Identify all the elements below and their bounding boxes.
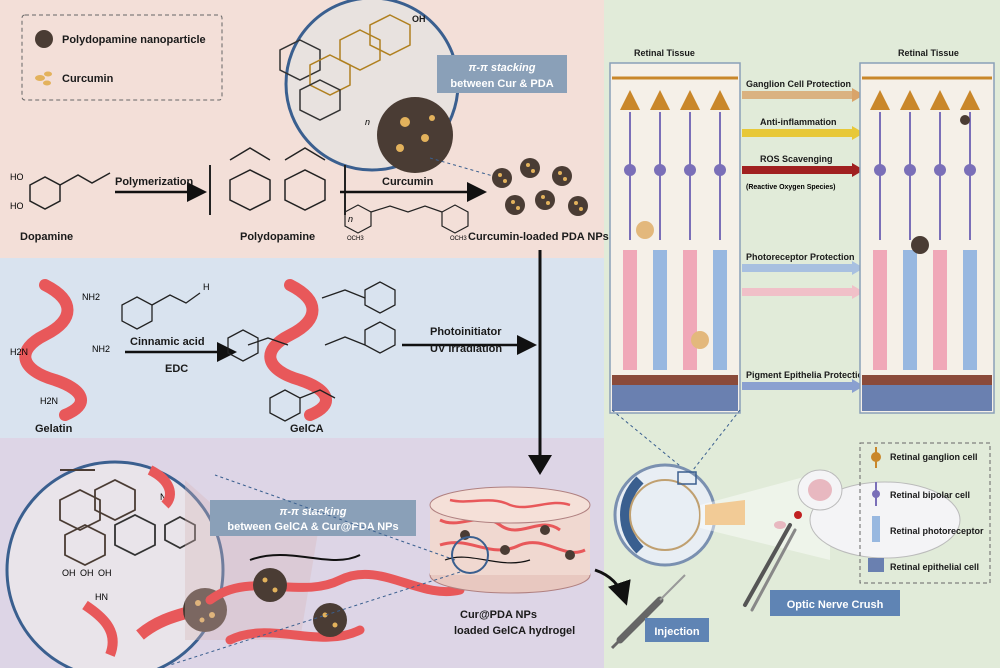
effect-ros: ROS Scavenging (760, 154, 833, 164)
mouse-icon (774, 469, 961, 559)
gelca-label: GelCA (290, 423, 324, 435)
epithelial-cell-icon (868, 558, 884, 572)
effect-pigment: Pigment Epithelia Protection (746, 370, 869, 380)
effect-photoreceptor: Photoreceptor Protection (746, 252, 855, 262)
chem-hn-b: HN (95, 592, 108, 602)
polydopamine-label: Polydopamine (240, 231, 315, 243)
chem-nh2-2: NH2 (92, 344, 110, 354)
polymerization-label: Polymerization (115, 176, 194, 188)
zoom-circle-top: OH n (279, 0, 460, 173)
uv-label: UV irradiation (430, 343, 502, 355)
retina-right (859, 62, 995, 414)
effect-anti-inflammation: Anti-inflammation (760, 117, 837, 127)
chem-ho-dopamine-1: HO (10, 172, 24, 182)
gelca-structure (227, 279, 396, 422)
optic-nerve-label: Optic Nerve Crush (770, 590, 900, 616)
forceps-icon[interactable] (743, 523, 797, 612)
effect-arrows (742, 88, 864, 393)
retina-left (609, 62, 741, 414)
cell-legend-ganglion: Retinal ganglion cell (890, 452, 978, 462)
cell-legend-photoreceptor: Retinal photoreceptor (890, 526, 984, 536)
dopamine-label: Dopamine (20, 231, 73, 243)
stacking-label-top: π-π stacking between Cur & PDA (437, 55, 567, 93)
retina-title-left: Retinal Tissue (634, 48, 695, 58)
retina-title-right: Retinal Tissue (898, 48, 959, 58)
svg-text:π-π stacking: π-π stacking (468, 62, 535, 74)
svg-text:π-π stacking: π-π stacking (279, 506, 346, 518)
svg-text:between Cur & PDA: between Cur & PDA (450, 78, 553, 90)
legend-curcumin-label: Curcumin (62, 73, 114, 85)
stacking-label-bottom: π-π stacking between GelCA & Cur@PDA NPs (210, 500, 416, 536)
effect-ganglion: Ganglion Cell Protection (746, 79, 851, 89)
curcumin-loaded-nps (492, 158, 588, 216)
svg-text:between GelCA & Cur@PDA NPs: between GelCA & Cur@PDA NPs (227, 521, 398, 533)
hydrogel-network (205, 554, 465, 645)
dopamine-structure: HO HO (10, 172, 111, 211)
svg-text:Injection: Injection (654, 626, 700, 638)
syringe-icon[interactable] (610, 574, 686, 650)
injection-label: Injection (645, 618, 709, 642)
chem-och3-1: OCH3 (347, 236, 364, 242)
hydrogel-label-2: loaded GelCA hydrogel (454, 625, 575, 637)
chem-ho-dopamine-2: HO (10, 201, 24, 211)
to-injection-arrow (594, 568, 631, 606)
gelatin-label: Gelatin (35, 423, 73, 435)
curcumin-nps-label: Curcumin-loaded PDA NPs (468, 231, 609, 243)
pda-nanoparticle-icon (35, 30, 53, 48)
cell-legend: Retinal ganglion cell Retinal bipolar ce… (859, 442, 991, 584)
effect-ros-sub: (Reactive Oxygen Species) (746, 184, 836, 191)
cinnamic-acid-label: Cinnamic acid (130, 336, 205, 348)
flow-arrowhead (528, 455, 552, 475)
photoinitiator-label: Photoinitiator (430, 326, 502, 338)
chem-n-sub-top: n (365, 117, 370, 127)
chem-n-sub-pda: n (348, 214, 353, 224)
cell-legend-epithelial: Retinal epithelial cell (890, 562, 979, 572)
polydopamine-structure: n (209, 147, 353, 224)
chem-oh-b2: OH (80, 568, 94, 578)
hydrogel-label-1: Cur@PDA NPs (460, 609, 537, 621)
chem-nh2-1: NH2 (82, 292, 100, 302)
legend-box: Polydopamine nanoparticle Curcumin (21, 14, 223, 101)
chem-h2n: H2N (10, 347, 28, 357)
curcumin-structure: OCH3 OCH3 (344, 204, 469, 242)
view-cone (700, 470, 830, 560)
chem-oh-top: OH (412, 14, 426, 24)
chem-och3-2: OCH3 (450, 236, 467, 242)
eye-icon (613, 463, 745, 567)
svg-text:Optic Nerve Crush: Optic Nerve Crush (787, 599, 884, 611)
chem-oh-b3: OH (98, 568, 112, 578)
edc-label: EDC (165, 363, 188, 375)
hydrogel-disc (429, 486, 591, 594)
cell-legend-bipolar: Retinal bipolar cell (890, 490, 970, 500)
gelatin-ribbon: NH2 H2N NH2 H2N (10, 279, 110, 421)
chem-oh-cinnamic: H (203, 282, 210, 292)
curcumin-arrow-label: Curcumin (382, 176, 434, 188)
chem-oh-b1: OH (62, 568, 76, 578)
ganglion-cell-icon (871, 447, 881, 468)
photoreceptor-icon (872, 516, 880, 542)
chem-h2n-2: H2N (40, 396, 58, 406)
legend-pda-label: Polydopamine nanoparticle (62, 34, 206, 46)
bipolar-cell-icon (872, 482, 880, 506)
curcumin-icon (35, 71, 52, 86)
cinnamic-acid-structure: H (121, 282, 210, 330)
